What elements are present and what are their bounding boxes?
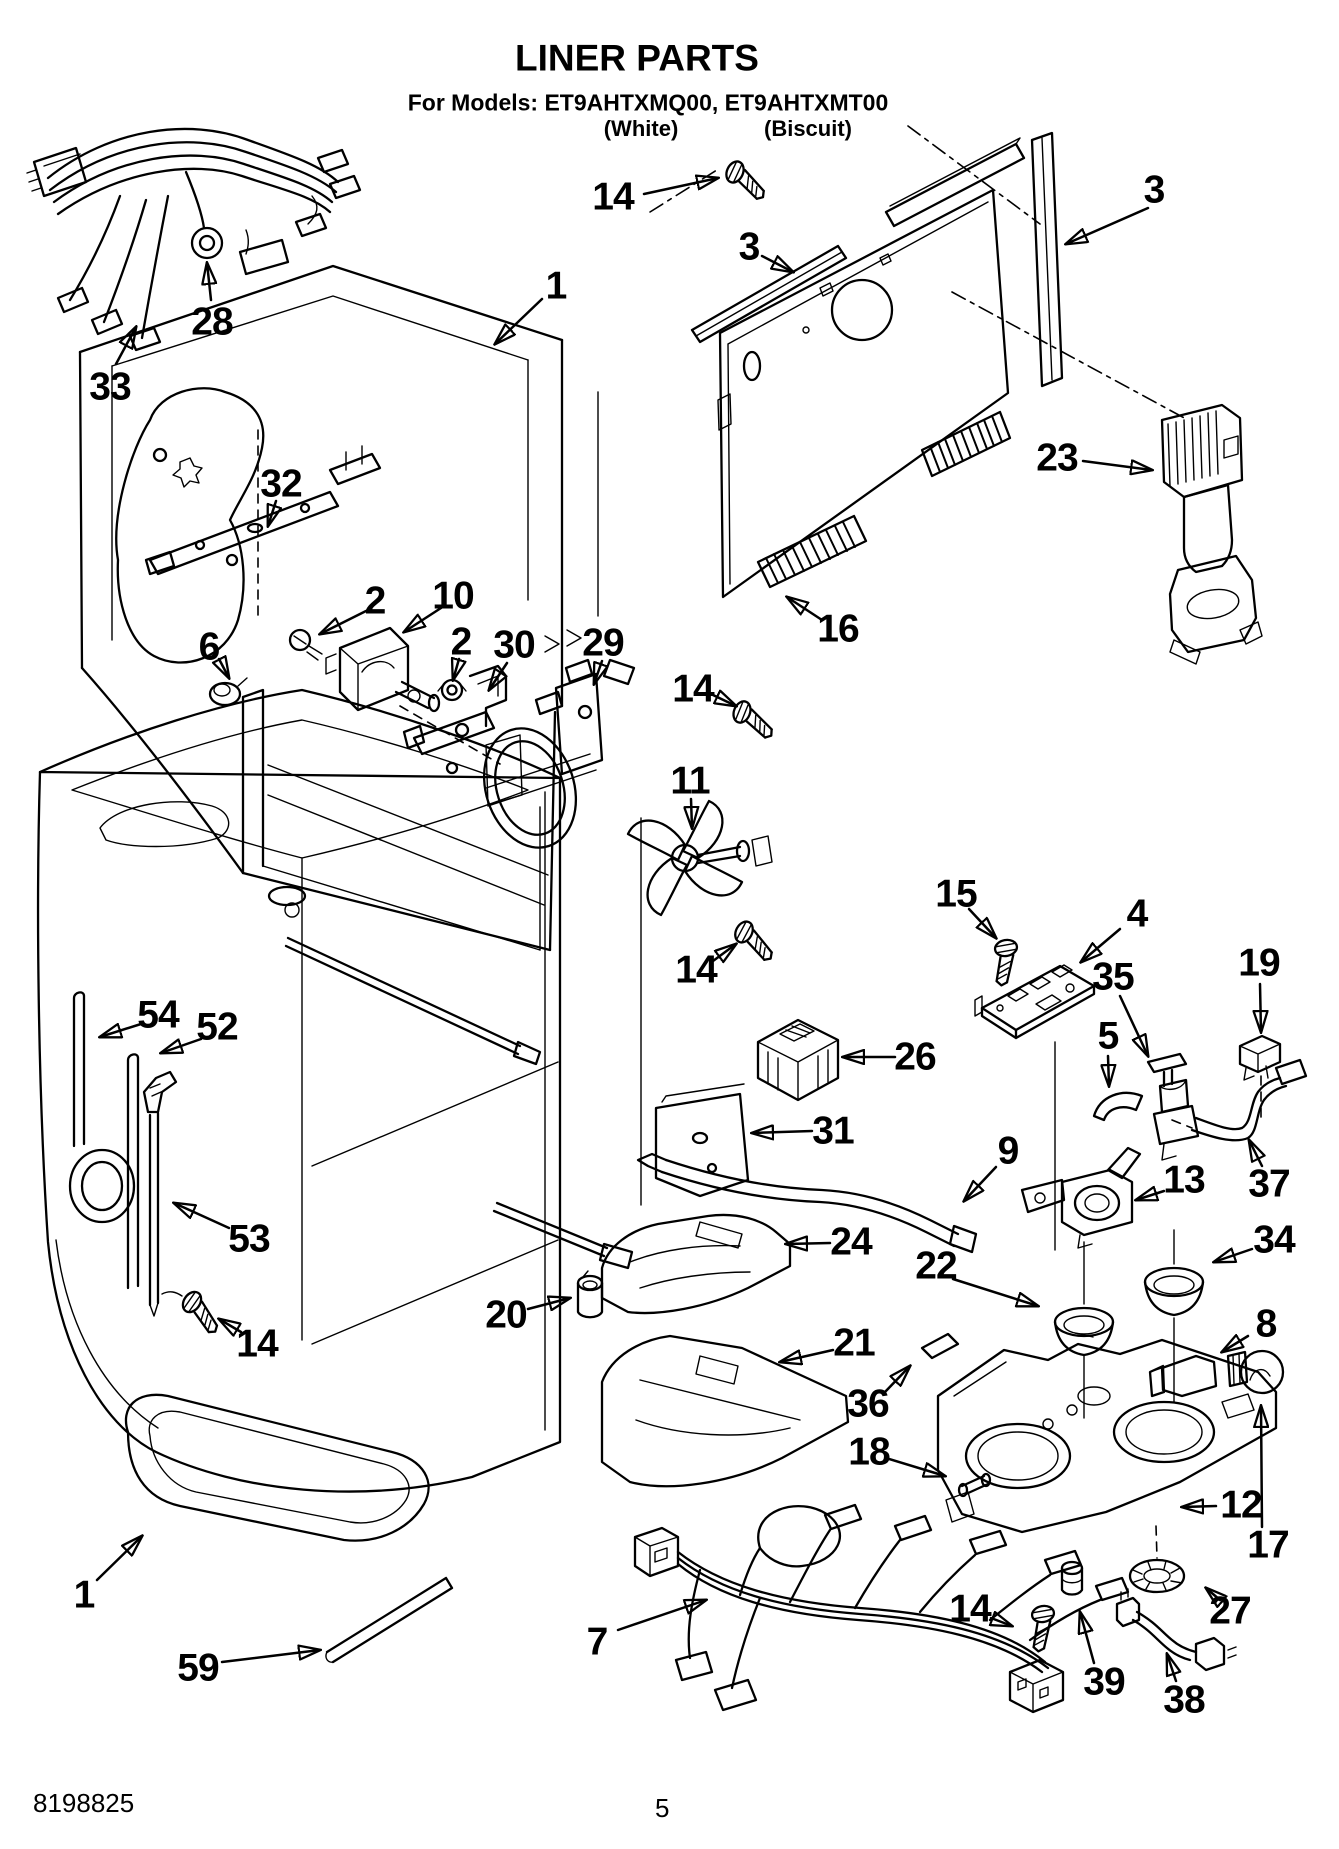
leader-lines	[95, 178, 1262, 1683]
control-parts-drawing	[974, 937, 1308, 1251]
callout-20-cylinder: 20	[485, 1293, 527, 1337]
part-number: 8198825	[33, 1788, 135, 1818]
models-line: For Models: ET9AHTXMQ00, ET9AHTXMT00	[407, 89, 889, 116]
callout-37-wire: 37	[1248, 1162, 1290, 1206]
callout-11-fan-blade: 11	[670, 759, 710, 803]
callout-36-tab: 36	[847, 1382, 889, 1426]
callout-6-plug: 6	[198, 625, 221, 669]
callout-59-trim: 59	[177, 1646, 219, 1690]
callout-52-tube: 52	[196, 1005, 238, 1049]
callout-1-freezer-liner: 1	[545, 264, 568, 308]
callout-10-fan-motor: 10	[432, 574, 474, 618]
callout-18-bulb: 18	[848, 1430, 890, 1474]
callout-9-ribbon: 9	[997, 1129, 1020, 1173]
callout-17-bulb: 17	[1247, 1523, 1289, 1567]
callout-1-cabinet-liner: 1	[73, 1573, 96, 1617]
callout-30-bracket: 30	[493, 623, 535, 667]
callout-39-plug: 39	[1083, 1660, 1125, 1704]
callout-28-harness: 28	[191, 300, 233, 344]
color-label-white: (White)	[603, 116, 679, 141]
color-label-biscuit: (Biscuit)	[764, 116, 852, 141]
callout-14-housing-screw: 14	[949, 1587, 991, 1631]
callout-24-duct: 24	[830, 1220, 872, 1264]
callout-35-lever: 35	[1092, 955, 1134, 999]
callout-14-shroud-screw: 14	[672, 667, 714, 711]
callout-21-duct: 21	[833, 1321, 875, 1365]
callout-19-block: 19	[1238, 941, 1280, 985]
page-number: 5	[655, 1793, 670, 1823]
callout-2-screw: 2	[364, 579, 387, 623]
callout-31-plate: 31	[812, 1109, 854, 1153]
callout-34-lens: 34	[1253, 1218, 1295, 1262]
callout-22-lens: 22	[915, 1244, 957, 1288]
callout-14-fan-screw: 14	[675, 948, 717, 992]
callout-14-tube-screw: 14	[236, 1322, 278, 1366]
callout-53-strap: 53	[228, 1217, 270, 1261]
lower-harness-drawing	[633, 1503, 1130, 1714]
callout-26-timer: 26	[894, 1035, 936, 1079]
callout-4-control-board: 4	[1126, 892, 1149, 936]
upper-harness-drawing	[26, 127, 362, 352]
callout-7-harness: 7	[586, 1620, 609, 1664]
callout-15-screw: 15	[935, 872, 977, 916]
callout-8-socket: 8	[1255, 1302, 1278, 1346]
cabinet-liner-drawing	[36, 688, 634, 1664]
callout-23-air-tower: 23	[1036, 436, 1078, 480]
callout-29-shroud: 29	[582, 621, 624, 665]
callout-14-panel-screw: 14	[592, 175, 634, 219]
callout-3-left-trim: 3	[738, 225, 761, 269]
light-housing-drawing	[920, 1229, 1285, 1672]
callout-32-bracket: 32	[260, 462, 302, 506]
callout-12-housing: 12	[1220, 1483, 1262, 1527]
page-title: LINER PARTS	[515, 37, 759, 79]
callout-13-thermostat: 13	[1163, 1158, 1205, 1202]
callout-16-rear-panel: 16	[817, 607, 859, 651]
freezer-liner-drawing	[78, 264, 564, 952]
callout-54-tube: 54	[137, 993, 179, 1037]
rear-panel-drawing	[649, 125, 1189, 599]
air-tower-drawing	[1160, 403, 1263, 665]
callout-3-right-trim: 3	[1143, 168, 1166, 212]
callout-38-jumper: 38	[1163, 1678, 1205, 1722]
callout-2-nut: 2	[450, 620, 473, 664]
drain-tubes-drawing	[68, 991, 229, 1337]
center-parts-drawing	[576, 1018, 978, 1488]
callout-27-grommet: 27	[1209, 1589, 1251, 1633]
callout-5-clip: 5	[1097, 1014, 1120, 1058]
callout-33-harness: 33	[89, 365, 131, 409]
